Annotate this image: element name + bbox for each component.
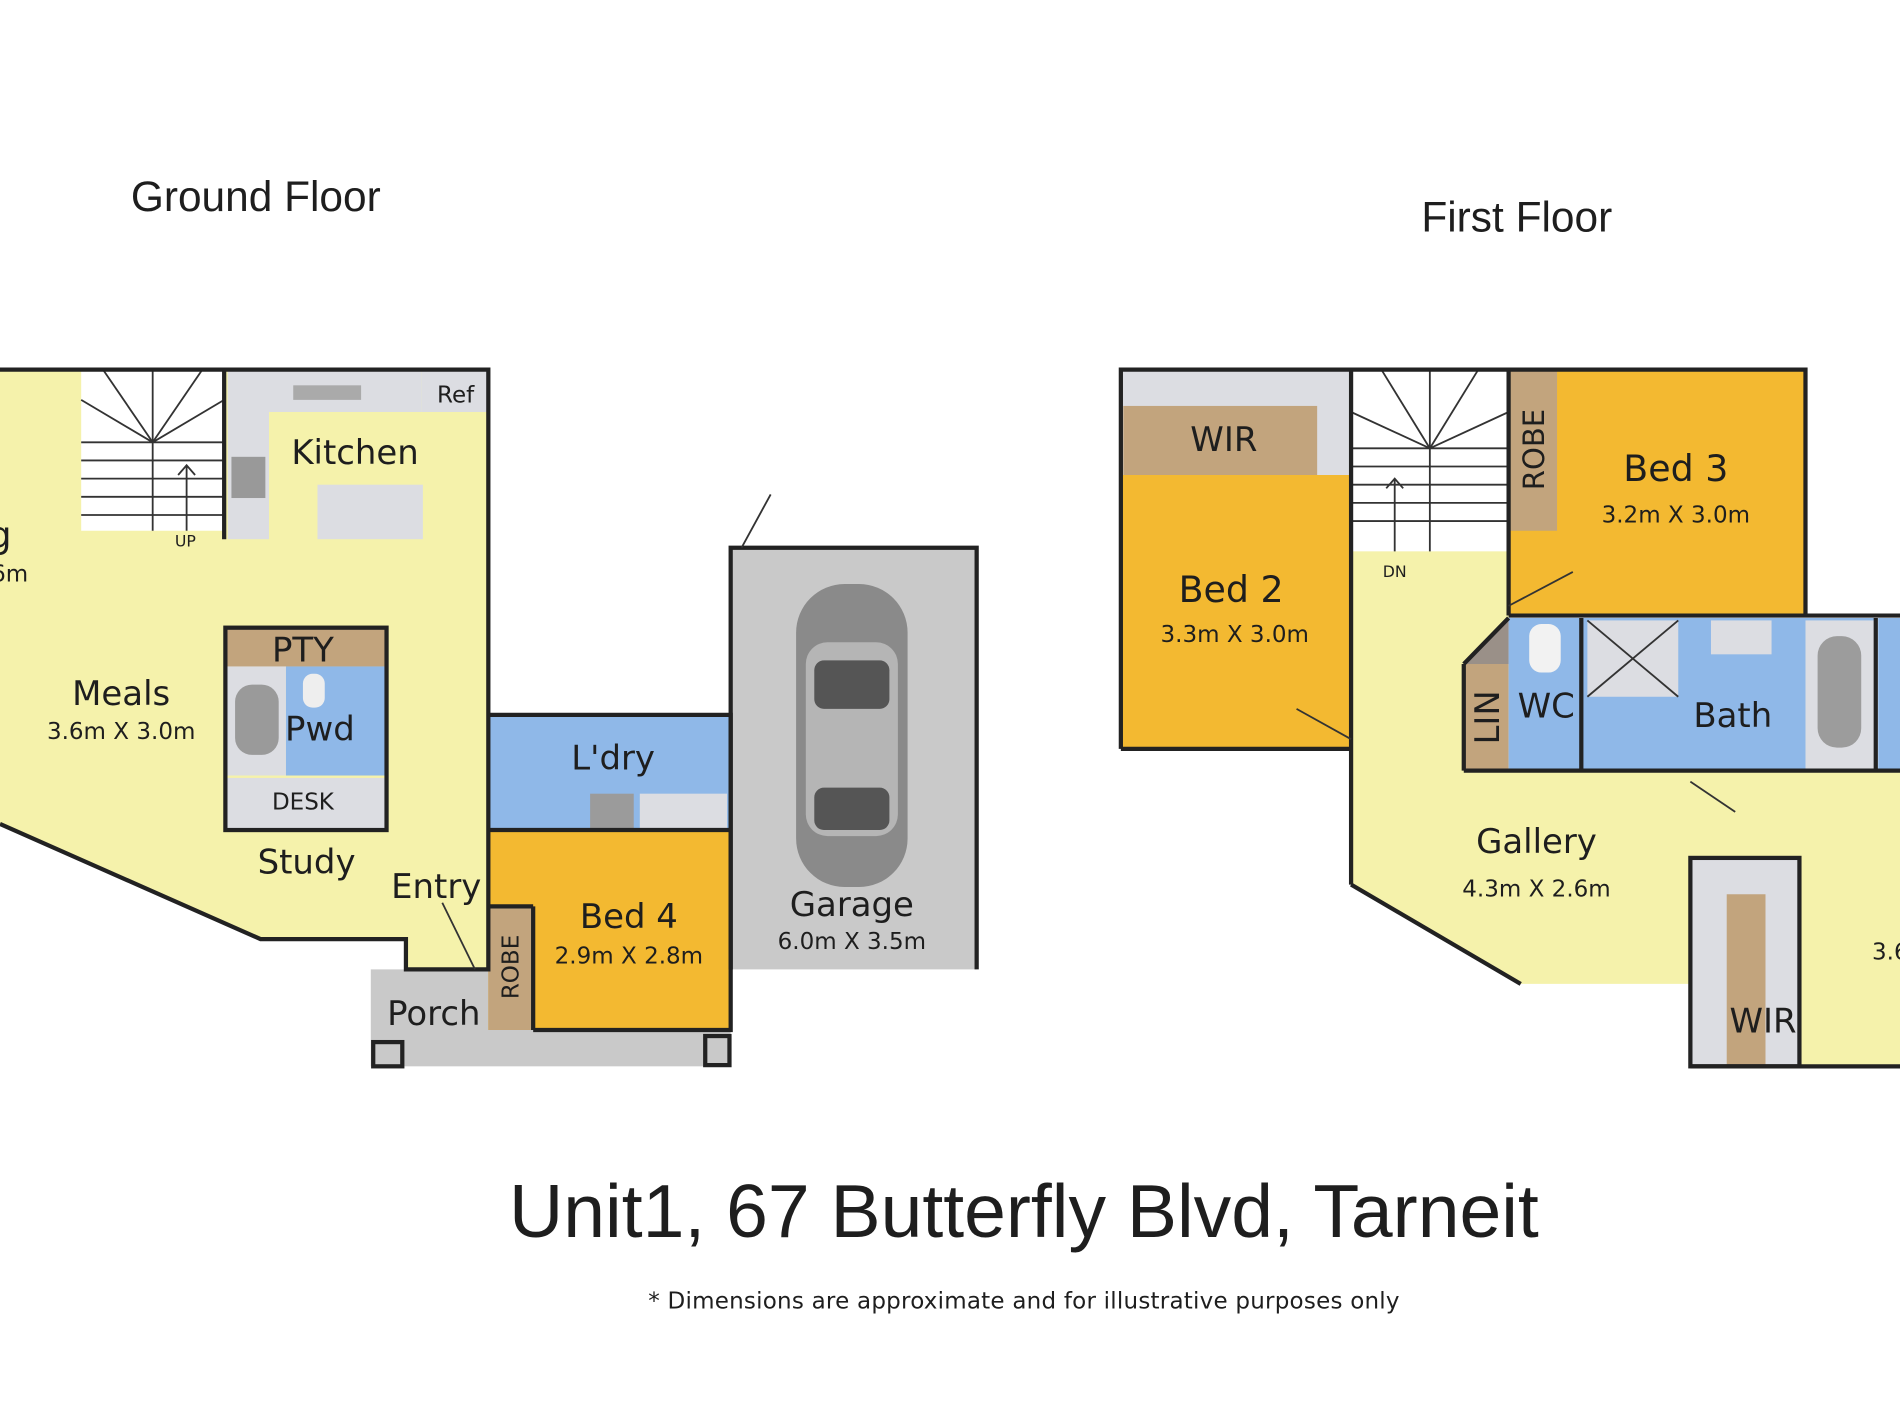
- gallery-label: Gallery: [1476, 822, 1597, 861]
- laundry-label: L'dry: [571, 738, 655, 777]
- first-floor-walls: [1118, 367, 1900, 1069]
- first-floor-title: First Floor: [1421, 193, 1612, 240]
- ground-floor-walls: [0, 367, 979, 1033]
- first-floor-plan: WIR Bed 2 3.3m X 3.0m DN ROBE Bed 3 3.2m…: [1118, 367, 1900, 1069]
- bed4-robe-label: ROBE: [499, 935, 525, 999]
- disclaimer: * Dimensions are approximate and for ill…: [648, 1289, 1399, 1315]
- meals-label: Meals: [72, 674, 170, 713]
- garage-side-door[interactable]: [740, 493, 772, 549]
- bath-door[interactable]: [1689, 780, 1736, 813]
- property-address: Unit1, 67 Butterfly Blvd, Tarneit: [509, 1169, 1539, 1253]
- bed4-label: Bed 4: [580, 897, 678, 936]
- bedroom-2: [1120, 475, 1352, 749]
- vanity-basin-icon: [1710, 620, 1772, 655]
- car-icon: [796, 584, 908, 887]
- desk: [225, 777, 387, 831]
- bed3-dimensions: 3.2m X 3.0m: [1602, 502, 1750, 528]
- stairs-up: [80, 369, 225, 531]
- basin-icon: [235, 684, 279, 755]
- sink-icon: [293, 385, 362, 400]
- fridge-space: [421, 369, 489, 412]
- powder-room: [285, 666, 387, 776]
- bed2-label: Bed 2: [1179, 568, 1284, 611]
- living-dimensions: 6m: [0, 562, 28, 588]
- powder-label: Pwd: [285, 709, 355, 748]
- ground-floor-title: Ground Floor: [131, 173, 381, 220]
- bed3-door[interactable]: [1508, 571, 1574, 607]
- study-label: Study: [258, 843, 356, 882]
- wc-label: WC: [1518, 686, 1575, 725]
- living-label: g: [0, 514, 12, 557]
- entry-door[interactable]: [441, 902, 476, 970]
- pantry: [225, 627, 387, 667]
- garage-dimensions: 6.0m X 3.5m: [778, 929, 926, 955]
- bed1-dimensions-partial: 3.6: [1872, 940, 1900, 966]
- pantry-label: PTY: [272, 631, 334, 670]
- ground-floor-plan: UP Ref Kitchen g 6m Meals 3.6m X 3.0m PT…: [0, 367, 979, 1069]
- bathtub-icon: [1817, 636, 1862, 748]
- washer-icon: [590, 793, 634, 831]
- cooktop-icon: [231, 456, 266, 499]
- toilet-icon: [302, 673, 325, 708]
- bed4-robe: [488, 906, 534, 1030]
- bed3-label: Bed 3: [1623, 447, 1728, 490]
- bed4-dimensions: 2.9m X 2.8m: [555, 943, 703, 969]
- bed3-robe: [1508, 369, 1558, 531]
- bath-label: Bath: [1693, 696, 1772, 735]
- desk-label: DESK: [272, 789, 335, 815]
- ref-label: Ref: [437, 382, 475, 408]
- meals-dimensions: 3.6m X 3.0m: [47, 719, 195, 745]
- kitchen-label: Kitchen: [291, 433, 418, 472]
- kitchen-island: [317, 484, 423, 540]
- toilet-icon: [1529, 624, 1561, 673]
- garage-label: Garage: [790, 885, 914, 924]
- laundry-trough: [639, 793, 728, 831]
- kitchen-cooktop-bench: [227, 369, 270, 540]
- bed3-robe-label: ROBE: [1517, 409, 1551, 490]
- linen-label: LIN: [1468, 690, 1507, 744]
- stairs-up-label: UP: [175, 531, 196, 550]
- bed2-door[interactable]: [1296, 708, 1352, 740]
- entry-label: Entry: [391, 867, 481, 906]
- stairs-down: [1350, 369, 1509, 552]
- bedroom-3: [1508, 369, 1806, 616]
- wir-bottom-label: WIR: [1730, 1001, 1797, 1040]
- gallery-dimensions: 4.3m X 2.6m: [1462, 877, 1610, 903]
- bed2-dimensions: 3.3m X 3.0m: [1161, 622, 1309, 648]
- stairs-down-label: DN: [1383, 562, 1407, 581]
- ensuite-partial: [1878, 617, 1900, 771]
- porch-label: Porch: [387, 994, 480, 1033]
- wir-top-label: WIR: [1190, 420, 1257, 459]
